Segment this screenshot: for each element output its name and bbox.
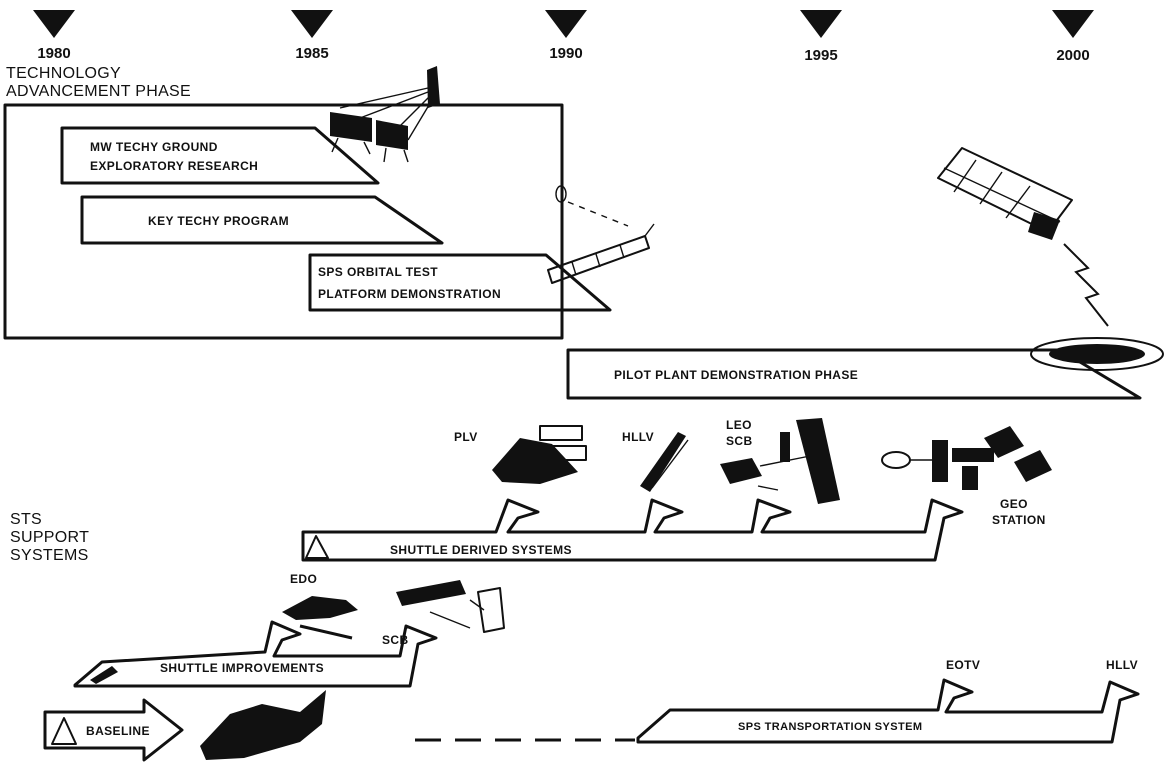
sts-title-line2: SUPPORT [10, 529, 89, 546]
tech-bar-line2: PLATFORM DEMONSTRATION [318, 287, 501, 301]
pilot-phase-bar [566, 348, 1142, 400]
leo-scb-illustration [720, 418, 840, 504]
scb-structure-illustration [396, 580, 505, 633]
power-satellite-illustration [937, 147, 1164, 371]
shuttle-improvements-bar [73, 620, 438, 688]
year-label-1985: 1985 [295, 45, 328, 62]
edo-shuttle-illustration [282, 596, 358, 640]
solar-panel-strip [547, 235, 650, 284]
payload-module [539, 425, 583, 441]
station-module [881, 451, 911, 469]
year-marker-1980 [33, 10, 75, 38]
geo-station-label-line2: STATION [992, 513, 1046, 527]
technology-advancement-phase: TECHNOLOGY ADVANCEMENT PHASE MW TECHY GR… [3, 65, 655, 340]
baseline-label: BASELINE [86, 724, 150, 738]
rectenna-core [1049, 344, 1145, 364]
orbital-platform-illustration [547, 185, 655, 284]
solar-array [1014, 450, 1052, 482]
antenna-panel [376, 120, 408, 150]
shuttle-derived-label: SHUTTLE DERIVED SYSTEMS [390, 543, 572, 557]
tech-bar-line1: SPS ORBITAL TEST [318, 265, 438, 279]
baseline: BASELINE [43, 690, 326, 762]
year-marker-1990 [545, 10, 587, 38]
baseline-start-triangle [51, 717, 77, 745]
tech-bar-line1: MW TECHY GROUND [90, 140, 218, 154]
payload-module [547, 445, 587, 461]
tech-bar-line1: KEY TECHY PROGRAM [148, 214, 289, 228]
tech-phase-title-line1: TECHNOLOGY [6, 65, 121, 82]
antenna-array-illustration [330, 66, 440, 163]
shuttle-body [282, 596, 358, 620]
sps-transport-bar [636, 678, 1140, 744]
shuttle-improvements: SHUTTLE IMPROVEMENTS EDO SCB [73, 572, 505, 688]
tech-bar-key-program: KEY TECHY PROGRAM [80, 195, 444, 245]
tech-bar-shape [80, 195, 444, 245]
tech-bar-shape [60, 126, 380, 185]
geo-station-label-line1: GEO [1000, 497, 1028, 511]
station-module [962, 466, 978, 490]
tech-phase-box [3, 103, 564, 340]
bar-start-triangle [305, 535, 329, 559]
pilot-plant-phase: PILOT PLANT DEMONSTRATION PHASE [566, 147, 1164, 400]
shuttle-derived-bar [301, 498, 964, 562]
hllv-label: HLLV [622, 430, 654, 444]
plv-shuttle-illustration [492, 425, 587, 484]
structure-beam [780, 432, 790, 462]
station-module [932, 440, 948, 482]
eotv-label: EOTV [946, 658, 980, 672]
year-label-1980: 1980 [37, 45, 70, 62]
tech-bar-orbital-test-platform: SPS ORBITAL TEST PLATFORM DEMONSTRATION [308, 253, 612, 312]
shuttle-nose-mark [90, 666, 118, 684]
hllv-rocket-illustration [640, 432, 689, 492]
year-marker-2000 [1052, 10, 1094, 38]
year-label-1990: 1990 [549, 45, 582, 62]
sps-transportation-system: SPS TRANSPORTATION SYSTEM EOTV HLLV [415, 658, 1140, 744]
orbiter-part [720, 458, 762, 484]
antenna-panel [330, 112, 372, 142]
rocket-body [640, 432, 686, 492]
tech-bar-shape [308, 253, 612, 312]
edo-label: EDO [290, 572, 317, 586]
relay-satellite [555, 185, 567, 203]
station-module [952, 448, 994, 462]
tech-phase-title-line2: ADVANCEMENT PHASE [6, 83, 191, 100]
shuttle-improvements-label: SHUTTLE IMPROVEMENTS [160, 661, 324, 675]
satellite-antenna [1028, 212, 1060, 240]
ground-rectenna [1030, 337, 1164, 371]
tech-bar-mw-ground-research: MW TECHY GROUND EXPLORATORY RESEARCH [60, 126, 380, 185]
solar-array [984, 426, 1024, 458]
timeline-markers: 1980 1985 1990 1995 2000 [33, 10, 1094, 64]
shuttle-body [200, 690, 326, 760]
scb-label: SCB [382, 633, 409, 647]
truss-panel [796, 418, 840, 504]
baseline-shuttle-illustration [200, 690, 326, 760]
scb-module [396, 580, 466, 606]
year-label-1995: 1995 [804, 47, 837, 64]
year-marker-1995 [800, 10, 842, 38]
sps-transport-label: SPS TRANSPORTATION SYSTEM [738, 721, 922, 733]
leo-scb-label-line2: SCB [726, 434, 753, 448]
shuttle-derived-systems: SHUTTLE DERIVED SYSTEMS PLV HLLV LEO SCB… [301, 418, 1052, 562]
baseline-arrow [43, 698, 184, 762]
hllv-label-transport: HLLV [1106, 658, 1138, 672]
sts-title-line1: STS [10, 511, 42, 528]
scb-truss [477, 587, 505, 633]
tower-shape [427, 66, 440, 108]
satellite-panels [937, 147, 1073, 233]
year-marker-1985 [291, 10, 333, 38]
tech-bar-line2: EXPLORATORY RESEARCH [90, 159, 258, 173]
microwave-beam [1063, 243, 1109, 327]
geo-station-illustration [881, 426, 1052, 490]
shuttle-body [492, 438, 578, 484]
sts-title-line3: SYSTEMS [10, 547, 89, 564]
plv-label: PLV [454, 430, 478, 444]
pilot-phase-label: PILOT PLANT DEMONSTRATION PHASE [614, 368, 858, 382]
year-label-2000: 2000 [1056, 47, 1089, 64]
sts-support-systems: STS SUPPORT SYSTEMS SHUTTLE DERIVED SYST… [10, 418, 1140, 762]
leo-scb-label-line1: LEO [726, 418, 752, 432]
